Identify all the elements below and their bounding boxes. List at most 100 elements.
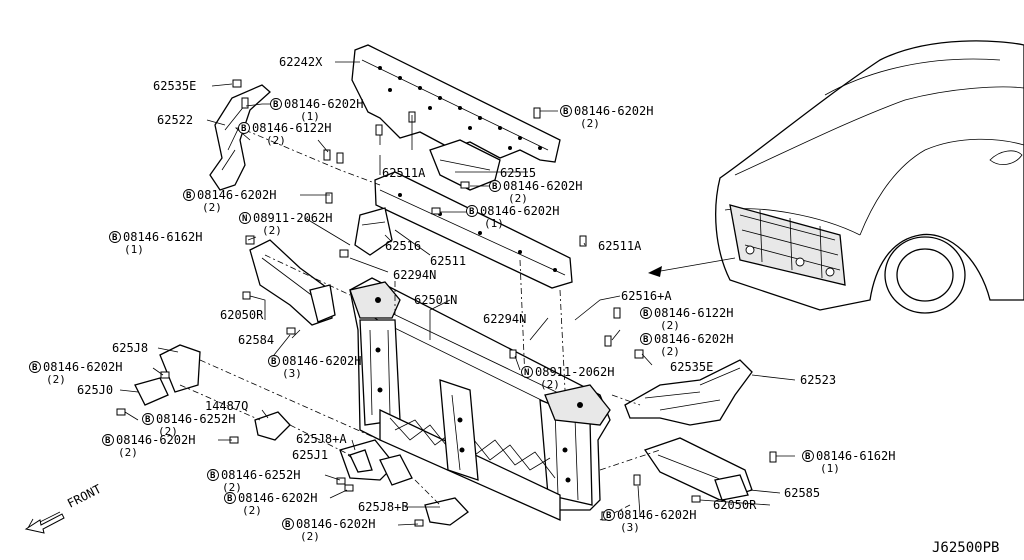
label-62050r: 62050R	[713, 498, 757, 512]
labels: 62242X 62535E 62522 B 08146-6202H (1) B …	[29, 55, 895, 543]
label-625j8: 625J8	[112, 341, 148, 355]
svg-text:B: B	[643, 335, 649, 345]
fasteners	[116, 79, 777, 527]
svg-text:B: B	[273, 100, 279, 110]
label-62535e-upper: 62535E	[153, 79, 196, 93]
svg-text:(2): (2)	[158, 425, 178, 438]
label-62516: 62516	[385, 239, 421, 253]
label-08146-6202h: 08146-6202H	[43, 360, 122, 374]
svg-text:B: B	[186, 191, 192, 201]
svg-text:B: B	[643, 309, 649, 319]
label-62294n: 62294N	[393, 268, 436, 282]
leader-lines	[119, 61, 796, 526]
bracket-62515	[429, 139, 501, 191]
svg-text:B: B	[210, 471, 216, 481]
label-62585: 62585	[784, 486, 820, 500]
svg-text:B: B	[241, 124, 247, 134]
label-62050r: 62050R	[220, 308, 264, 322]
label-62584: 62584	[238, 333, 274, 347]
svg-text:B: B	[112, 233, 118, 243]
svg-text:(1): (1)	[124, 243, 144, 256]
svg-text:(2): (2)	[540, 378, 560, 391]
svg-text:B: B	[145, 415, 151, 425]
radiator-core-support-62501n	[349, 277, 611, 522]
label-08146-6252h: 08146-6252H	[221, 468, 300, 482]
svg-text:(2): (2)	[660, 319, 680, 332]
svg-text:B: B	[271, 357, 277, 367]
label-08146-6122h: 08146-6122H	[252, 121, 331, 135]
svg-text:B: B	[563, 107, 569, 117]
label-625j0: 625J0	[77, 383, 113, 397]
brackets-625j-group	[134, 344, 469, 526]
label-62294n: 62294N	[483, 312, 526, 326]
svg-text:B: B	[469, 207, 475, 217]
svg-text:(2): (2)	[660, 345, 680, 358]
label-625j1: 625J1	[292, 448, 328, 462]
svg-text:(3): (3)	[282, 367, 302, 380]
svg-text:(2): (2)	[508, 192, 528, 205]
side-cover-62522	[209, 84, 271, 191]
svg-text:B: B	[105, 436, 111, 446]
label-08146-6162h: 08146-6162H	[816, 449, 895, 463]
label-08146-6202h: 08146-6202H	[282, 354, 361, 368]
bracket-62050r-left	[249, 239, 336, 326]
label-62511: 62511	[430, 254, 466, 268]
label-08146-6162h: 08146-6162H	[123, 230, 202, 244]
label-62511a: 62511A	[382, 166, 426, 180]
view-arrow	[648, 257, 736, 277]
svg-text:(2): (2)	[222, 481, 242, 494]
bracket-62516	[354, 207, 393, 256]
svg-text:(2): (2)	[46, 373, 66, 386]
svg-text:(2): (2)	[242, 504, 262, 517]
label-14487q: 14487Q	[205, 399, 248, 413]
label-62516a: 62516+A	[621, 289, 672, 303]
label-08146-6202h: 08146-6202H	[654, 332, 733, 346]
label-08146-6202h: 08146-6202H	[574, 104, 653, 118]
front-direction-indicator: FRONT	[24, 482, 104, 534]
upper-cover-62242x	[351, 44, 561, 163]
label-62522: 62522	[157, 113, 193, 127]
svg-text:(1): (1)	[300, 110, 320, 123]
svg-text:(1): (1)	[820, 462, 840, 475]
svg-text:(1): (1)	[484, 217, 504, 230]
svg-text:(3): (3)	[620, 521, 640, 534]
label-62242x: 62242X	[279, 55, 323, 69]
front-label: FRONT	[65, 482, 104, 511]
upper-bar-62511	[374, 171, 573, 289]
label-08146-6202h: 08146-6202H	[617, 508, 696, 522]
svg-text:N: N	[524, 368, 529, 378]
label-625j8a: 625J8+A	[296, 432, 347, 446]
label-08146-6202h: 08146-6202H	[296, 517, 375, 531]
svg-text:B: B	[285, 520, 291, 530]
label-62511a: 62511A	[598, 239, 642, 253]
svg-text:B: B	[227, 494, 233, 504]
label-62515: 62515	[500, 166, 536, 180]
label-08146-6202h: 08146-6202H	[197, 188, 276, 202]
side-cover-62523	[624, 359, 753, 426]
label-08911-2062h: 08911-2062H	[253, 211, 332, 225]
svg-text:(2): (2)	[300, 530, 320, 543]
label-62501n: 62501N	[414, 293, 457, 307]
svg-text:N: N	[242, 214, 247, 224]
label-08146-6252h: 08146-6252H	[156, 412, 235, 426]
label-625j8b: 625J8+B	[358, 500, 409, 514]
label-08146-6202h: 08146-6202H	[238, 491, 317, 505]
label-08146-6122h: 08146-6122H	[654, 306, 733, 320]
svg-text:B: B	[805, 452, 811, 462]
label-62523: 62523	[800, 373, 836, 387]
bracket-62585-right	[643, 437, 753, 501]
label-08911-2062h: 08911-2062H	[535, 365, 614, 379]
label-08146-6202h: 08146-6202H	[503, 179, 582, 193]
svg-text:(2): (2)	[262, 224, 282, 237]
label-08146-6202h: 08146-6202H	[116, 433, 195, 447]
construction-lines	[179, 129, 661, 521]
svg-text:(2): (2)	[118, 446, 138, 459]
vehicle-illustration	[715, 40, 1024, 314]
svg-text:(2): (2)	[580, 117, 600, 130]
label-62535e-lower: 62535E	[670, 360, 713, 374]
diagram-code: J62500PB	[932, 540, 999, 556]
label-08146-6202h: 08146-6202H	[480, 204, 559, 218]
svg-text:(2): (2)	[202, 201, 222, 214]
svg-text:B: B	[492, 182, 498, 192]
